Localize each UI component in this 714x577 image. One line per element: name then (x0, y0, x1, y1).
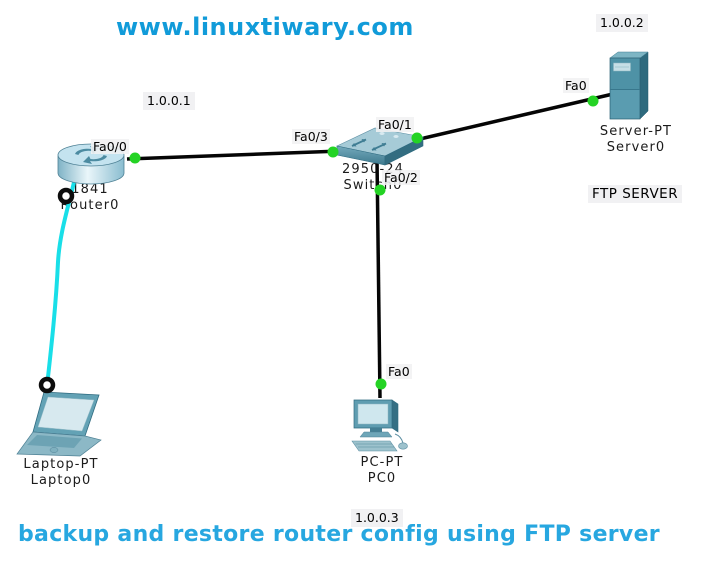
laptop-model-label: Laptop-PT (23, 457, 99, 472)
pc-device-icon[interactable] (350, 394, 412, 458)
link-up-dot-switch-fa03 (327, 146, 339, 158)
server-name-label: Server0 (606, 139, 666, 155)
laptop-label[interactable]: Laptop-PT Laptop0 (13, 457, 109, 488)
server-model-label: Server-PT (599, 124, 673, 139)
port-label-switch-fa02: Fa0/2 (382, 170, 420, 185)
router-name-label: Router0 (60, 197, 120, 213)
router-model-label: 1841 (71, 182, 109, 197)
server-label[interactable]: Server-PT Server0 (591, 124, 681, 155)
link-up-dot-switch-fa02 (374, 184, 386, 196)
router-label[interactable]: 1841 Router0 (25, 182, 155, 213)
note-server-ip[interactable]: 1.0.0.2 (596, 14, 648, 32)
cable-router-switch[interactable] (126, 149, 342, 161)
port-label-switch-fa03: Fa0/3 (292, 129, 330, 144)
link-up-dot-pc-fa0 (375, 378, 387, 390)
console-connector-router (57, 187, 75, 205)
link-up-dot-server-fa0 (587, 95, 599, 107)
laptop-device-icon[interactable] (14, 388, 106, 460)
laptop-name-label: Laptop0 (30, 472, 92, 488)
note-server-role[interactable]: FTP SERVER (588, 185, 683, 203)
port-label-pc-fa0: Fa0 (386, 364, 412, 379)
cable-switch-pc[interactable] (375, 158, 382, 399)
note-router-lan-ip[interactable]: 1.0.0.1 (143, 92, 195, 110)
site-watermark: www.linuxtiwary.com (116, 13, 414, 41)
diagram-caption: backup and restore router config using F… (18, 522, 660, 547)
server-device-icon[interactable] (604, 49, 654, 123)
link-up-dot-router-fa00 (129, 152, 141, 164)
note-pc-ip[interactable]: 1.0.0.3 (351, 509, 403, 527)
switch-device-icon[interactable] (335, 124, 425, 166)
port-label-switch-fa01: Fa0/1 (376, 117, 414, 132)
port-label-router-fa00: Fa0/0 (91, 139, 129, 154)
link-up-dot-switch-fa01 (411, 132, 423, 144)
pc-model-label: PC-PT (360, 455, 404, 470)
pc-name-label: PC0 (367, 470, 397, 486)
console-connector-laptop (38, 376, 56, 394)
port-label-server-fa0: Fa0 (563, 78, 589, 93)
cable-switch-server[interactable] (406, 92, 614, 144)
pc-label[interactable]: PC-PT PC0 (351, 455, 413, 486)
